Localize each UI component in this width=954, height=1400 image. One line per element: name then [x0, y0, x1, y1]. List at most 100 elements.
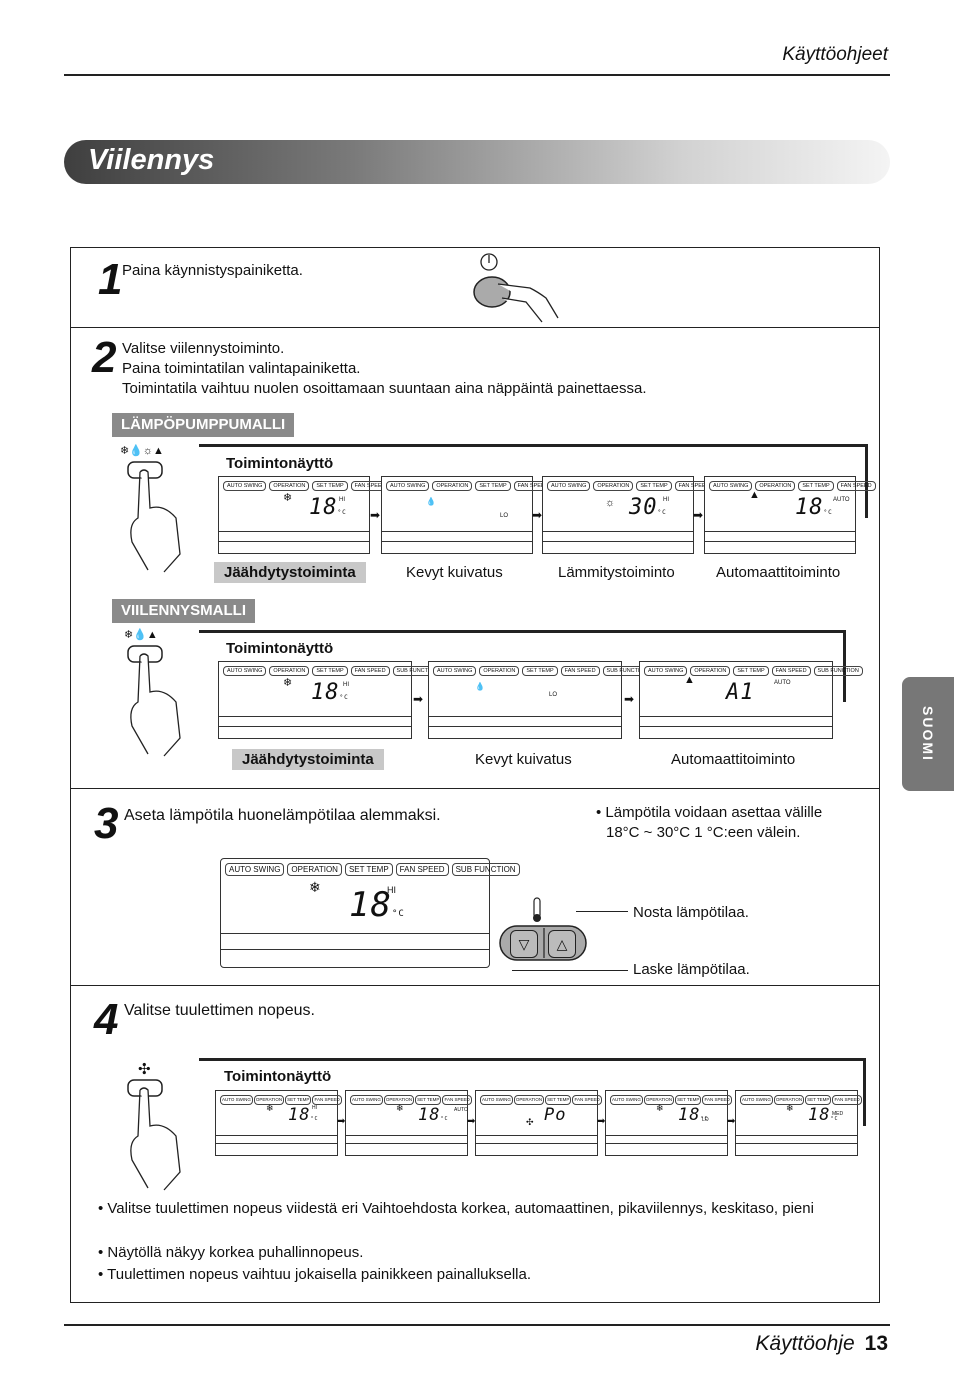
mode-icon: ❄ [786, 1103, 794, 1113]
footer: Käyttöohje 13 [755, 1332, 888, 1356]
mode-button-icons: ❄💧☼▲ [120, 445, 164, 457]
mode-icon: ▲ [684, 674, 695, 686]
hand-pressing-button [127, 461, 181, 573]
mode-label: Kevyt kuivatus [475, 751, 572, 768]
fan-speed-note: • Näytöllä näkyy korkea puhallinnopeus. [98, 1244, 364, 1261]
mode-label: Automaattitoiminto [671, 751, 796, 768]
header-rule [64, 74, 890, 76]
footer-rule [64, 1324, 890, 1326]
temp-digits: 18°C [309, 495, 347, 520]
fan-speed-note: • Tuulettimen nopeus vaihtuu jokaisella … [98, 1266, 532, 1283]
mode-icon: ✣ [526, 1117, 534, 1127]
fan-speed: AUTO [833, 497, 850, 503]
fan-speed: HI [312, 1105, 317, 1111]
fan-speed: HI [343, 682, 349, 688]
heatpump-model-tag: LÄMPÖPUMPPUMALLI [112, 413, 295, 437]
step1-text: Paina käynnistyspainiketta. [122, 262, 303, 279]
cooling-model-tag: VIILENNYSMALLI [112, 599, 256, 623]
divider [70, 985, 880, 986]
mode-icon: ❄ [396, 1103, 404, 1113]
raise-temp-button[interactable]: △ [548, 930, 576, 958]
mode-icon: ❄ [656, 1103, 664, 1113]
page-number: 13 [864, 1332, 888, 1355]
arrow-icon: ➡ [337, 1116, 346, 1127]
temp-digits: 18°C [418, 1105, 449, 1125]
temp-range-note: 18°C ~ 30°C 1 °C:een välein. [606, 824, 801, 841]
arrow-icon: ➡ [413, 692, 424, 706]
fan-speed: HI [339, 497, 345, 503]
header-title: Käyttöohjeet [782, 44, 888, 65]
fan-speed: HI [387, 885, 396, 895]
mode-button-icons: ❄💧▲ [124, 629, 158, 641]
step2-line: Valitse viilennystoiminto. [122, 340, 285, 357]
fan-speed-note: • Valitse tuulettimen nopeus viidestä er… [98, 1200, 814, 1217]
arrow-icon: ➡ [467, 1116, 476, 1127]
temp-range-note: • Lämpötila voidaan asettaa välille [596, 804, 823, 821]
temp-digits: 18°C [678, 1105, 709, 1125]
temp-digits: 18°C [288, 1105, 319, 1125]
mode-icon: ❄ [283, 492, 293, 504]
arrow-icon: ➡ [693, 508, 704, 522]
arrow-icon: ➡ [597, 1116, 606, 1127]
lower-label: Laske lämpötilaa. [633, 961, 750, 978]
temp-digits: 18°C [808, 1105, 839, 1125]
leader-line [512, 970, 628, 971]
fan-speed: HI [663, 497, 669, 503]
instructions-frame [70, 247, 880, 1303]
hand-pressing-button [127, 1079, 181, 1191]
divider [70, 327, 880, 328]
fan-speed: LO [702, 1117, 709, 1123]
mode-label: Jäähdytystoiminta [232, 749, 384, 770]
step-number: 1 [98, 255, 123, 304]
footer-label: Käyttöohje [755, 1332, 855, 1355]
step2-line: Paina toimintatilan valintapainiketta. [122, 360, 361, 377]
arrow-icon: ➡ [624, 692, 635, 706]
fan-speed: LO [500, 513, 509, 519]
mode-icon: 💧 [475, 682, 485, 691]
fan-speed: MED [832, 1111, 844, 1117]
step-number: 4 [94, 995, 119, 1044]
step-number: 3 [94, 799, 119, 848]
raise-label: Nosta lämpötilaa. [633, 904, 749, 921]
temp-digits: 30°C [629, 495, 667, 520]
display-label: Toimintonäyttö [224, 640, 336, 657]
divider [70, 788, 880, 789]
mode-label: Lämmitystoiminto [558, 564, 675, 581]
display-label: Toimintonäyttö [222, 1068, 334, 1085]
arrow-icon: ➡ [727, 1116, 736, 1127]
mode-icon: ❄ [309, 879, 321, 895]
temp-digits: 18°C [349, 885, 405, 925]
power-button-illustration [473, 253, 559, 323]
mode-label: Kevyt kuivatus [406, 564, 503, 581]
hand-pressing-button [127, 645, 181, 757]
fan-speed: AUTO [454, 1107, 468, 1113]
mode-icon: ❄ [266, 1103, 274, 1113]
mode-label: Automaattitoiminto [716, 564, 841, 581]
mode-icon: ☼ [605, 497, 616, 509]
step4-text: Valitse tuulettimen nopeus. [124, 1002, 315, 1019]
mode-label: Jäähdytystoiminta [214, 562, 366, 583]
temp-digits: 18°C [795, 495, 833, 520]
lower-temp-button[interactable]: ▽ [510, 930, 538, 958]
language-tab: SUOMI [902, 677, 954, 791]
step3-text: Aseta lämpötila huonelämpötilaa alemmaks… [124, 807, 441, 824]
cycle-bracket [196, 1058, 866, 1126]
fan-speed: LO [549, 692, 558, 698]
mode-icon: 💧 [426, 497, 436, 506]
step2-line: Toimintatila vaihtuu nuolen osoittamaan … [122, 380, 647, 397]
section-title: Viilennys [88, 144, 215, 176]
arrow-icon: ➡ [370, 508, 381, 522]
display-label: Toimintonäyttö [224, 455, 336, 472]
temp-digits: 18°C [311, 680, 349, 705]
